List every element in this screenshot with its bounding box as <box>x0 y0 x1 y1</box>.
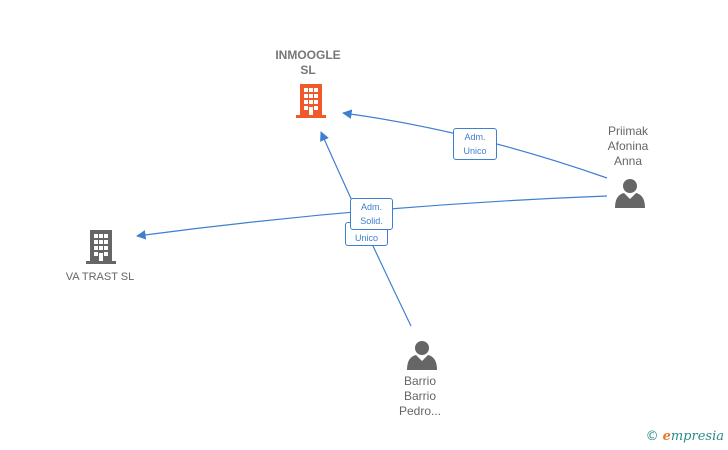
person-icon[interactable] <box>615 179 645 208</box>
edge-label-barrio-inmoogle[interactable]: Adm. Solid. <box>350 198 393 230</box>
person-label-priimak[interactable]: Priimak Afonina Anna <box>590 124 666 169</box>
copyright-icon: © <box>645 429 659 444</box>
edge-label-line: Unico <box>354 233 378 243</box>
label-line: Barrio <box>403 374 436 388</box>
label-line: Afonina <box>607 139 649 153</box>
company-label-vatrast[interactable]: VA TRAST SL <box>40 270 160 285</box>
brand-initial: e <box>662 429 671 444</box>
edge-label-priimak-inmoogle[interactable]: Adm. Unico <box>453 128 497 160</box>
label-line: SL <box>300 63 316 77</box>
label-line: Pedro... <box>398 404 442 418</box>
label-line: Anna <box>613 154 643 168</box>
brand-logo[interactable]: ©empresia <box>646 429 724 444</box>
building-icon[interactable] <box>296 84 326 118</box>
edge-label-line: Unico <box>463 146 487 156</box>
edge-label-line: Adm. <box>464 132 486 142</box>
edge-label-line: Solid. <box>360 216 383 226</box>
label-line: INMOOGLE <box>275 48 341 62</box>
label-line: Barrio <box>403 389 436 403</box>
brand-name: mpresia <box>670 429 724 444</box>
label-line: Priimak <box>607 124 648 138</box>
building-icon[interactable] <box>86 230 116 264</box>
label-line: VA TRAST SL <box>65 271 135 283</box>
edge-label-line: Adm. <box>360 202 382 212</box>
person-label-barrio[interactable]: Barrio Barrio Pedro... <box>380 374 460 419</box>
company-label-inmoogle[interactable]: INMOOGLE SL <box>258 48 358 78</box>
person-icon[interactable] <box>407 341 437 370</box>
